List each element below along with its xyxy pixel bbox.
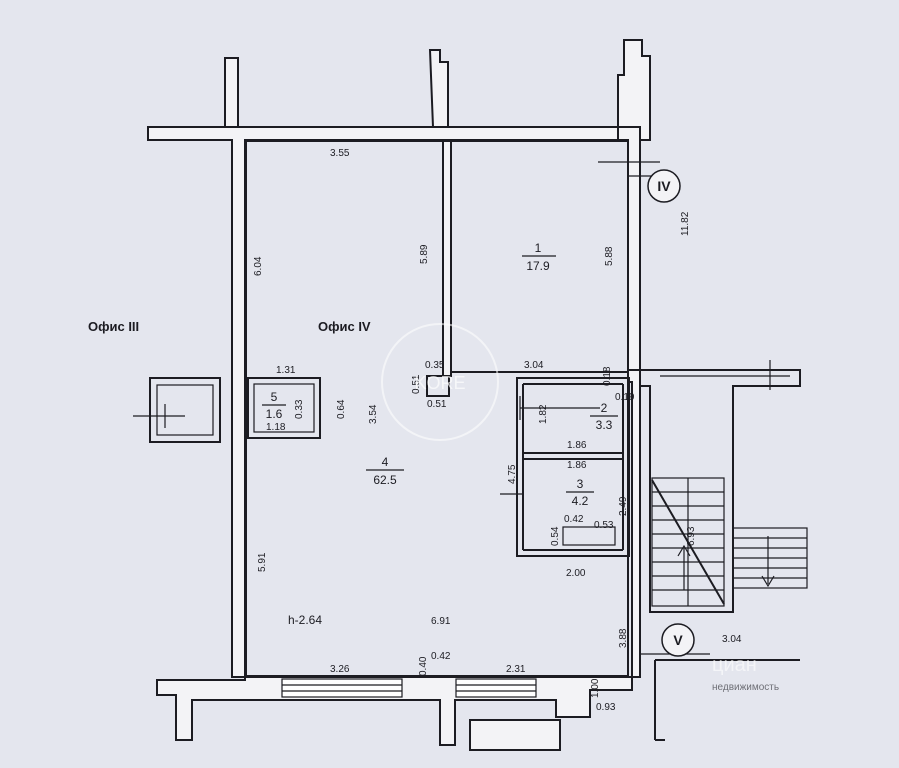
watermark-corner-subtext: недвижимость bbox=[712, 682, 779, 693]
stair-enclosure bbox=[640, 369, 801, 613]
dim-3-55: 3.55 bbox=[330, 148, 350, 159]
window-left bbox=[281, 678, 403, 698]
interior-lines bbox=[133, 140, 808, 741]
column bbox=[426, 375, 450, 397]
axis-iv-marker: IV bbox=[647, 169, 681, 203]
wall-bottom-pocket bbox=[469, 719, 561, 751]
dim-5-88: 5.88 bbox=[604, 246, 615, 266]
wall-top-left bbox=[147, 126, 619, 678]
room-1-number: 1 bbox=[535, 241, 542, 255]
dim-1-00: 1.00 bbox=[590, 678, 601, 698]
service-block bbox=[516, 377, 630, 557]
dim-1-82: 1.82 bbox=[538, 404, 549, 424]
dim-0-42-wall: 0.42 bbox=[431, 651, 451, 662]
wall-spur-3 bbox=[617, 39, 651, 141]
stair-diagonal bbox=[651, 479, 725, 605]
watermark-center: KORE bbox=[381, 323, 499, 441]
watermark-center-text: KORE bbox=[414, 373, 465, 393]
room-4: 4 62.5 bbox=[366, 455, 404, 487]
dim-6-93: 6.93 bbox=[686, 526, 697, 546]
dim-0-42-fixture: 0.42 bbox=[564, 514, 584, 525]
wall-spur-2 bbox=[428, 49, 449, 128]
room-1-area: 17.9 bbox=[526, 259, 550, 273]
dim-4-75: 4.75 bbox=[507, 464, 518, 484]
room-2-number: 2 bbox=[601, 401, 608, 415]
dim-0-35: 0.35 bbox=[425, 360, 445, 371]
ceiling-height: h-2.64 bbox=[288, 613, 322, 627]
dim-1-86-bottom: 1.86 bbox=[567, 460, 587, 471]
room-1: 1 17.9 bbox=[522, 241, 556, 273]
dim-3-26: 3.26 bbox=[330, 664, 350, 675]
dim-2-31: 2.31 bbox=[506, 664, 526, 675]
walls bbox=[147, 39, 651, 751]
dim-0-19: 0.19 bbox=[615, 392, 635, 403]
room-3: 3 4.2 bbox=[566, 477, 594, 508]
dim-0-54: 0.54 bbox=[550, 526, 561, 546]
dim-5-91: 5.91 bbox=[257, 552, 268, 572]
fixture-room-3 bbox=[562, 526, 616, 546]
dimensions-vertical: 6.04 5.89 5.88 11.82 0.51 0.18 0.19 0.33… bbox=[253, 211, 697, 698]
dimensions: 3.55 1.31 0.35 3.04 0.51 1.18 1.86 1.86 … bbox=[266, 148, 742, 713]
axis-v-marker: V bbox=[661, 623, 695, 657]
lower-right-walls bbox=[654, 659, 800, 741]
axis-iv-label: IV bbox=[657, 178, 671, 194]
dim-6-91: 6.91 bbox=[431, 616, 451, 627]
office-iii-label: Офис III bbox=[88, 319, 139, 334]
dim-0-33: 0.33 bbox=[294, 399, 305, 419]
dim-1-18: 1.18 bbox=[266, 422, 286, 433]
dim-0-51-bottom: 0.51 bbox=[427, 399, 447, 410]
dim-6-04: 6.04 bbox=[253, 256, 264, 276]
room-4-number: 4 bbox=[382, 455, 389, 469]
dim-0-18: 0.18 bbox=[602, 366, 613, 386]
dim-0-40: 0.40 bbox=[418, 656, 429, 676]
stair-steps bbox=[652, 478, 724, 606]
dim-11-82: 11.82 bbox=[680, 211, 691, 236]
room-2-area: 3.3 bbox=[596, 418, 613, 432]
wall-spur-1 bbox=[224, 57, 239, 128]
watermark-corner-text: циан bbox=[712, 654, 757, 676]
room-2: 2 3.3 bbox=[590, 401, 618, 432]
dim-2-00: 2.00 bbox=[566, 568, 586, 579]
room-5-number: 5 bbox=[271, 390, 278, 404]
dim-0-51-side: 0.51 bbox=[411, 374, 422, 394]
dim-0-53: 0.53 bbox=[594, 520, 614, 531]
room-5: 5 1.6 bbox=[262, 390, 286, 421]
dim-5-89: 5.89 bbox=[419, 244, 430, 264]
dim-1-86-top: 1.86 bbox=[567, 440, 587, 451]
dim-0-64: 0.64 bbox=[336, 399, 347, 419]
room-3-area: 4.2 bbox=[572, 494, 589, 508]
watermark-corner: циан недвижимость bbox=[712, 654, 779, 693]
dim-3-88: 3.88 bbox=[618, 628, 629, 648]
dim-3-54: 3.54 bbox=[368, 404, 379, 424]
dim-0-93: 0.93 bbox=[596, 702, 616, 713]
dim-2-49: 2.49 bbox=[618, 496, 629, 516]
partition-vertical bbox=[442, 139, 452, 377]
axis-v-label: V bbox=[673, 632, 683, 648]
room-5-area: 1.6 bbox=[266, 407, 283, 421]
room-4-area: 62.5 bbox=[373, 473, 397, 487]
window-right bbox=[455, 678, 537, 698]
office-iii-niche bbox=[149, 377, 221, 443]
room-3-number: 3 bbox=[577, 477, 584, 491]
office-iv-label: Офис IV bbox=[318, 319, 371, 334]
dim-1-31: 1.31 bbox=[276, 365, 296, 376]
room-5-outline bbox=[247, 377, 321, 439]
dim-3-04-bottom: 3.04 bbox=[722, 634, 742, 645]
dim-3-04-top: 3.04 bbox=[524, 360, 544, 371]
